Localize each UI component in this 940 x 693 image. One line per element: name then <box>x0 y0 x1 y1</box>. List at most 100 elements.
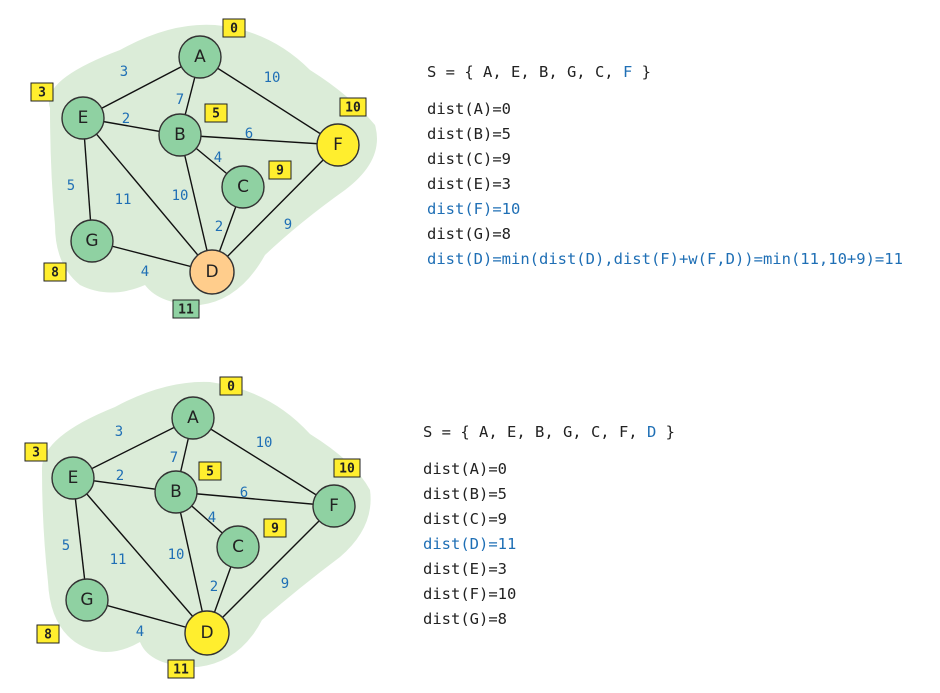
distance-line: dist(E)=3 <box>427 175 511 193</box>
edge-weight-e-b: 2 <box>122 111 130 127</box>
node-circle <box>154 470 198 514</box>
edge-b-d <box>175 491 208 634</box>
node-label: F <box>329 496 339 516</box>
edge-weight-f-d: 9 <box>281 576 289 592</box>
node-b: B <box>158 113 202 157</box>
badge-value: 10 <box>339 462 355 477</box>
edge-f-d <box>211 144 339 273</box>
badge-value: 9 <box>276 164 284 179</box>
node-circle <box>184 610 230 656</box>
distance-line: dist(G)=8 <box>427 225 511 243</box>
visited-set-prefix: S = { A, E, B, G, C, F, <box>423 423 647 441</box>
distance-badge-b: 5 <box>198 461 222 481</box>
edge-weight-c-d: 2 <box>215 219 223 235</box>
node-b: B <box>154 470 198 514</box>
node-c: C <box>216 525 260 569</box>
edge-weight-b-c: 4 <box>214 150 222 166</box>
edge-a-e <box>82 56 201 119</box>
badge-box <box>167 659 195 679</box>
node-circle <box>158 113 202 157</box>
edge-a-f <box>192 417 335 507</box>
edge-weight-a-e: 3 <box>115 424 123 440</box>
node-circle <box>216 525 260 569</box>
distance-line: dist(D)=11 <box>423 535 517 553</box>
distance-line: dist(C)=9 <box>423 510 507 528</box>
node-a: A <box>178 35 222 79</box>
visited-set-new-node: F <box>622 63 633 81</box>
edge-weight-e-d: 11 <box>110 552 127 568</box>
edge-weight-a-e: 3 <box>120 64 128 80</box>
badge-box <box>268 160 292 180</box>
edge-f-d <box>206 505 335 634</box>
edge-weight-e-b: 2 <box>116 468 124 484</box>
badge-value: 0 <box>227 380 235 395</box>
edge-weight-a-b: 7 <box>176 92 184 108</box>
distance-badge-c: 9 <box>263 518 287 538</box>
node-circle <box>51 456 95 500</box>
edge-weight-b-f: 6 <box>240 485 248 501</box>
distance-line: dist(E)=3 <box>423 560 507 578</box>
distance-badge-g: 8 <box>36 624 60 644</box>
visited-set-suffix: } <box>632 63 651 81</box>
distance-line: dist(F)=10 <box>423 585 517 603</box>
badge-value: 3 <box>38 86 46 101</box>
edge-weight-c-d: 2 <box>210 579 218 595</box>
node-a: A <box>171 396 215 440</box>
badge-value: 11 <box>173 663 189 678</box>
node-g: G <box>65 578 109 622</box>
node-label: A <box>187 408 199 428</box>
edge-weight-e-g: 5 <box>67 178 75 194</box>
edge-e-d <box>72 477 208 634</box>
edge-b-f <box>175 491 335 507</box>
distance-line: dist(A)=0 <box>423 460 507 478</box>
distance-badge-e: 3 <box>24 442 48 462</box>
node-d: D <box>184 610 230 656</box>
badge-box <box>36 624 60 644</box>
node-label: F <box>333 135 343 155</box>
distance-badge-g: 8 <box>43 262 67 282</box>
distance-badge-b: 5 <box>204 103 228 123</box>
distance-badge-a: 0 <box>222 18 246 38</box>
node-circle <box>171 396 215 440</box>
node-label: E <box>78 108 89 128</box>
edge-weight-e-d: 11 <box>115 192 132 208</box>
node-c: C <box>221 165 265 209</box>
badge-box <box>198 461 222 481</box>
node-label: C <box>232 537 244 557</box>
edge-weight-a-f: 10 <box>256 435 273 451</box>
distance-badge-d: 11 <box>172 299 200 319</box>
node-e: E <box>51 456 95 500</box>
node-label: C <box>237 177 249 197</box>
badge-value: 0 <box>230 22 238 37</box>
edge-weight-b-d: 10 <box>168 547 185 563</box>
node-circle <box>316 123 360 167</box>
distance-line: dist(F)=10 <box>427 200 521 218</box>
badge-value: 9 <box>271 522 279 537</box>
badge-value: 5 <box>206 465 214 480</box>
edge-weight-g-d: 4 <box>136 624 144 640</box>
badge-value: 8 <box>51 266 59 281</box>
badge-value: 8 <box>44 628 52 643</box>
visited-set: S = { A, E, B, G, C, F, D } <box>423 423 675 441</box>
distance-line: dist(C)=9 <box>427 150 511 168</box>
node-f: F <box>316 123 360 167</box>
edge-a-f <box>199 56 339 146</box>
badge-box <box>204 103 228 123</box>
node-circle <box>189 249 235 295</box>
visited-region <box>48 24 378 305</box>
badge-box <box>219 376 243 396</box>
node-circle <box>61 96 105 140</box>
node-label: D <box>205 262 218 282</box>
node-e: E <box>61 96 105 140</box>
edge-a-e <box>72 417 194 479</box>
distance-badge-c: 9 <box>268 160 292 180</box>
node-f: F <box>312 484 356 528</box>
node-circle <box>65 578 109 622</box>
node-circle <box>221 165 265 209</box>
badge-value: 11 <box>178 303 194 318</box>
